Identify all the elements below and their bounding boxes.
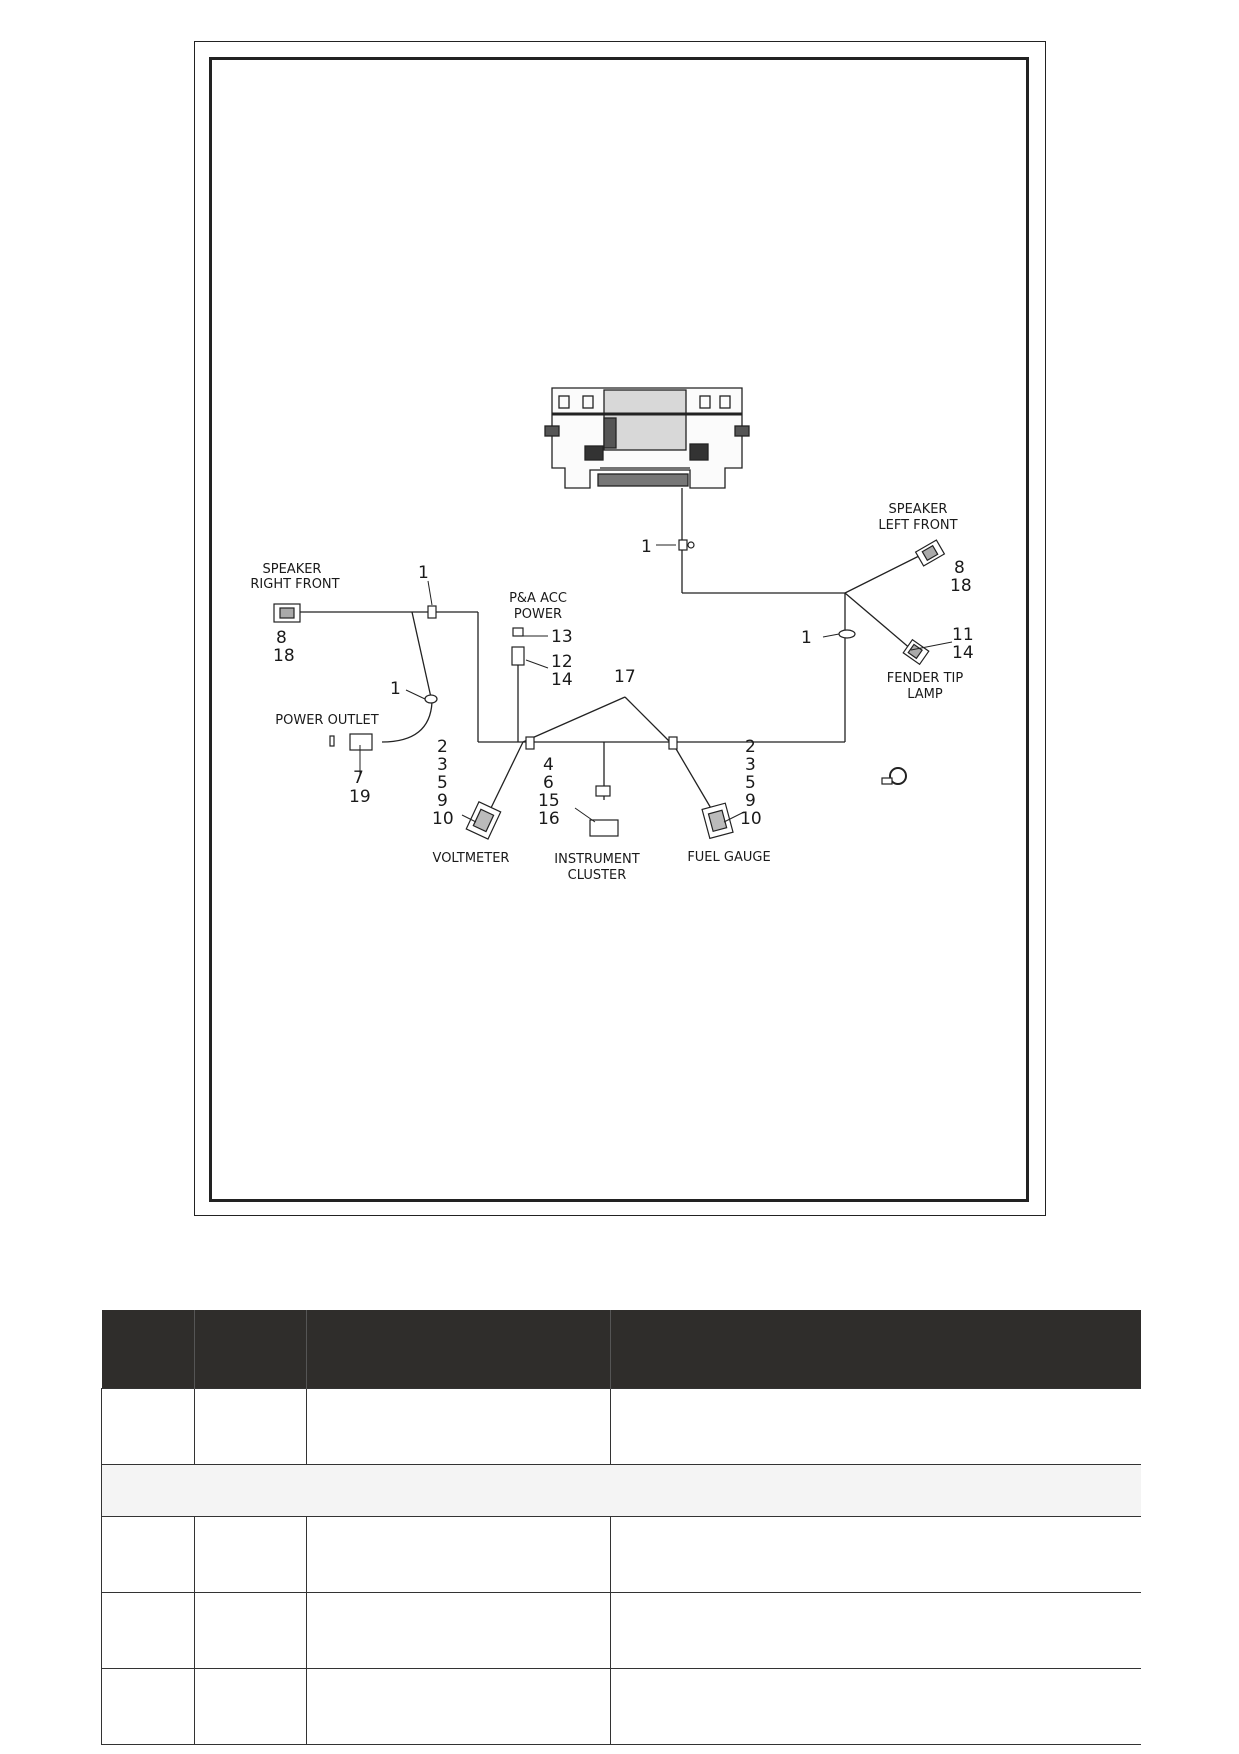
wiring-diagram: SPEAKER RIGHT FRONT SPEAKER LEFT FRONT P… (250, 387, 974, 883)
callout-rf-8: 8 (276, 628, 287, 648)
table-header-cell (306, 1310, 611, 1389)
callout-clip-outlet: 1 (390, 679, 401, 699)
cable-strap (881, 767, 907, 785)
table-cell (610, 1668, 1141, 1745)
callout-vm-9: 9 (437, 791, 448, 811)
clip-harness-voltmeter (525, 736, 535, 750)
speaker-right-front-label-1: SPEAKER (263, 562, 322, 577)
table-row (101, 1592, 1141, 1669)
table-cell (194, 1388, 307, 1465)
table-section-row (101, 1464, 1141, 1517)
callout-vm-10: 10 (432, 809, 454, 829)
callout-pa-14: 14 (551, 670, 573, 690)
speaker-left-front-connector (914, 539, 946, 567)
callout-ic-6: 6 (543, 773, 554, 793)
clip-top (678, 539, 695, 551)
pa-acc-power-connector (511, 627, 525, 666)
callout-branch-17: 17 (614, 667, 636, 687)
callout-ft-14: 14 (952, 643, 974, 663)
fender-tip-lamp-label-1: FENDER TIP (887, 671, 964, 686)
diagram-outer-border (194, 41, 1046, 1216)
instrument-cluster-label-1: INSTRUMENT (554, 852, 639, 867)
callout-ic-15: 15 (538, 791, 560, 811)
table-cell (194, 1516, 307, 1593)
table-cell (101, 1668, 195, 1745)
pa-acc-power-label-2: POWER (514, 607, 562, 622)
fender-tip-connector (902, 638, 930, 666)
speaker-right-front-label-2: RIGHT FRONT (250, 577, 339, 592)
fender-tip-lamp-label-2: LAMP (907, 687, 943, 702)
callout-fg-5: 5 (745, 773, 756, 793)
table-cell (610, 1516, 1141, 1593)
pa-acc-power-label-1: P&A ACC (509, 591, 567, 606)
callout-lf-8: 8 (954, 558, 965, 578)
clip-outlet (424, 694, 438, 704)
harness-wires (300, 488, 926, 811)
table-cell (101, 1516, 195, 1593)
instrument-cluster-label-2: CLUSTER (568, 868, 627, 883)
table-header-cell (194, 1310, 307, 1389)
power-outlet-connector (329, 733, 373, 751)
callout-ic-4: 4 (543, 755, 554, 775)
callout-clip-right-front: 1 (418, 563, 429, 583)
callout-pa-12: 12 (551, 652, 573, 672)
table-row (101, 1388, 1141, 1465)
table-row (101, 1516, 1141, 1593)
callout-lf-18: 18 (950, 576, 972, 596)
callout-vm-3: 3 (437, 755, 448, 775)
callout-ft-11: 11 (952, 625, 974, 645)
fuel-gauge-connector (701, 802, 734, 840)
table-cell (610, 1388, 1141, 1465)
table-header-cell (101, 1310, 195, 1389)
table-cell (306, 1668, 611, 1745)
table-row (101, 1668, 1141, 1745)
callout-vm-2: 2 (437, 737, 448, 757)
fuel-gauge-label: FUEL GAUGE (687, 850, 770, 865)
table-cell (101, 1592, 195, 1669)
callout-fg-10: 10 (740, 809, 762, 829)
callout-ic-16: 16 (538, 809, 560, 829)
table-cell (306, 1516, 611, 1593)
callout-clip-left: 1 (801, 628, 812, 648)
table-cell (306, 1388, 611, 1465)
callout-fg-3: 3 (745, 755, 756, 775)
callout-clip-top: 1 (641, 537, 652, 557)
speaker-left-front-label-2: LEFT FRONT (878, 518, 957, 533)
leader-lines (359, 544, 953, 823)
parts-table-container (101, 1310, 1141, 1754)
callout-vm-5: 5 (437, 773, 448, 793)
console-housing-illustration (544, 387, 750, 489)
power-outlet-label: POWER OUTLET (275, 713, 378, 728)
callout-po-19: 19 (349, 787, 371, 807)
parts-table (101, 1310, 1141, 1745)
table-cell (194, 1592, 307, 1669)
table-header-row (101, 1310, 1141, 1389)
table-header-cell (610, 1310, 1141, 1389)
table-cell (306, 1592, 611, 1669)
clip-left (838, 629, 856, 639)
table-section-cell (101, 1464, 1141, 1517)
table-cell (610, 1592, 1141, 1669)
table-cell (101, 1388, 195, 1465)
voltmeter-connector (465, 800, 502, 840)
speaker-right-front-connector (273, 603, 301, 623)
diagram-inner-border (209, 57, 1029, 1202)
clip-harness-fuel (668, 736, 678, 750)
callout-pa-13: 13 (551, 627, 573, 647)
table-cell (194, 1668, 307, 1745)
speaker-left-front-label-1: SPEAKER (889, 502, 948, 517)
callout-fg-2: 2 (745, 737, 756, 757)
callout-rf-18: 18 (273, 646, 295, 666)
instrument-cluster-connector (589, 785, 619, 837)
clip-right-front (427, 605, 437, 619)
callout-po-7: 7 (353, 768, 364, 788)
callout-fg-9: 9 (745, 791, 756, 811)
voltmeter-label: VOLTMETER (433, 851, 510, 866)
